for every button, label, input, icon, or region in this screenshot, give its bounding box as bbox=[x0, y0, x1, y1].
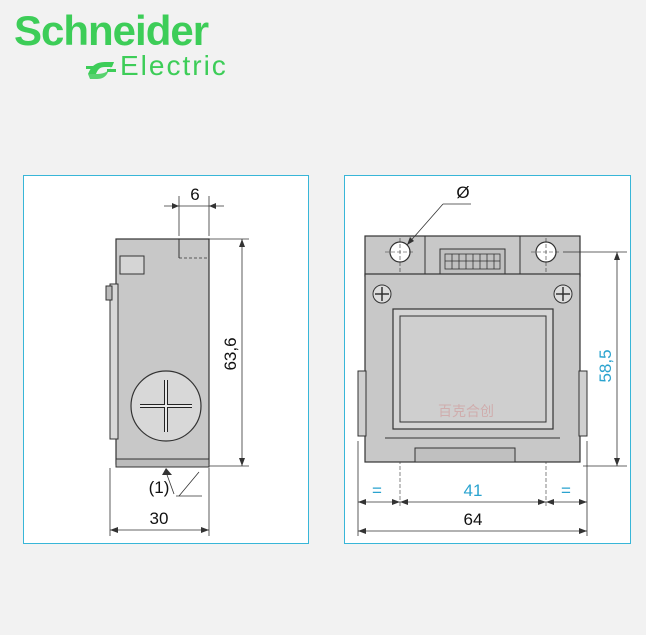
schneider-s-mark-icon bbox=[86, 62, 116, 79]
brand-subtitle: Electric bbox=[120, 50, 228, 81]
dim-equal-left: = bbox=[372, 481, 382, 500]
screw-left-icon bbox=[372, 284, 392, 304]
dim-label-6: 6 bbox=[190, 185, 199, 204]
screw-right-icon bbox=[553, 284, 573, 304]
callout-label-1: (1) bbox=[149, 478, 170, 497]
schneider-electric-logo: Schneider Electric bbox=[10, 8, 260, 88]
dim-label-30: 30 bbox=[150, 509, 169, 528]
indicator-window bbox=[119, 255, 145, 275]
watermark-stamp: 百克合创 bbox=[438, 404, 494, 420]
front-view-panel: 百克合创 Ø 58,5 = 41 = 64 bbox=[344, 175, 631, 544]
dim-label-58-5: 58,5 bbox=[596, 349, 615, 382]
dim-equal-right: = bbox=[561, 481, 571, 500]
hole-diameter-label: Ø bbox=[456, 183, 469, 202]
dim-label-64: 64 bbox=[464, 510, 483, 529]
connector-block bbox=[439, 248, 506, 275]
brand-name: Schneider bbox=[14, 7, 209, 54]
side-view-panel: 6 63,6 30 (1) bbox=[23, 175, 309, 544]
side-tab bbox=[105, 285, 113, 301]
dim-label-63-6: 63,6 bbox=[221, 337, 240, 370]
side-view-drawing: 6 63,6 30 (1) bbox=[105, 185, 249, 536]
dim-label-41: 41 bbox=[464, 481, 483, 500]
front-view-drawing: 百克合创 Ø 58,5 = 41 = 64 bbox=[357, 183, 627, 536]
side-rail bbox=[109, 283, 119, 440]
